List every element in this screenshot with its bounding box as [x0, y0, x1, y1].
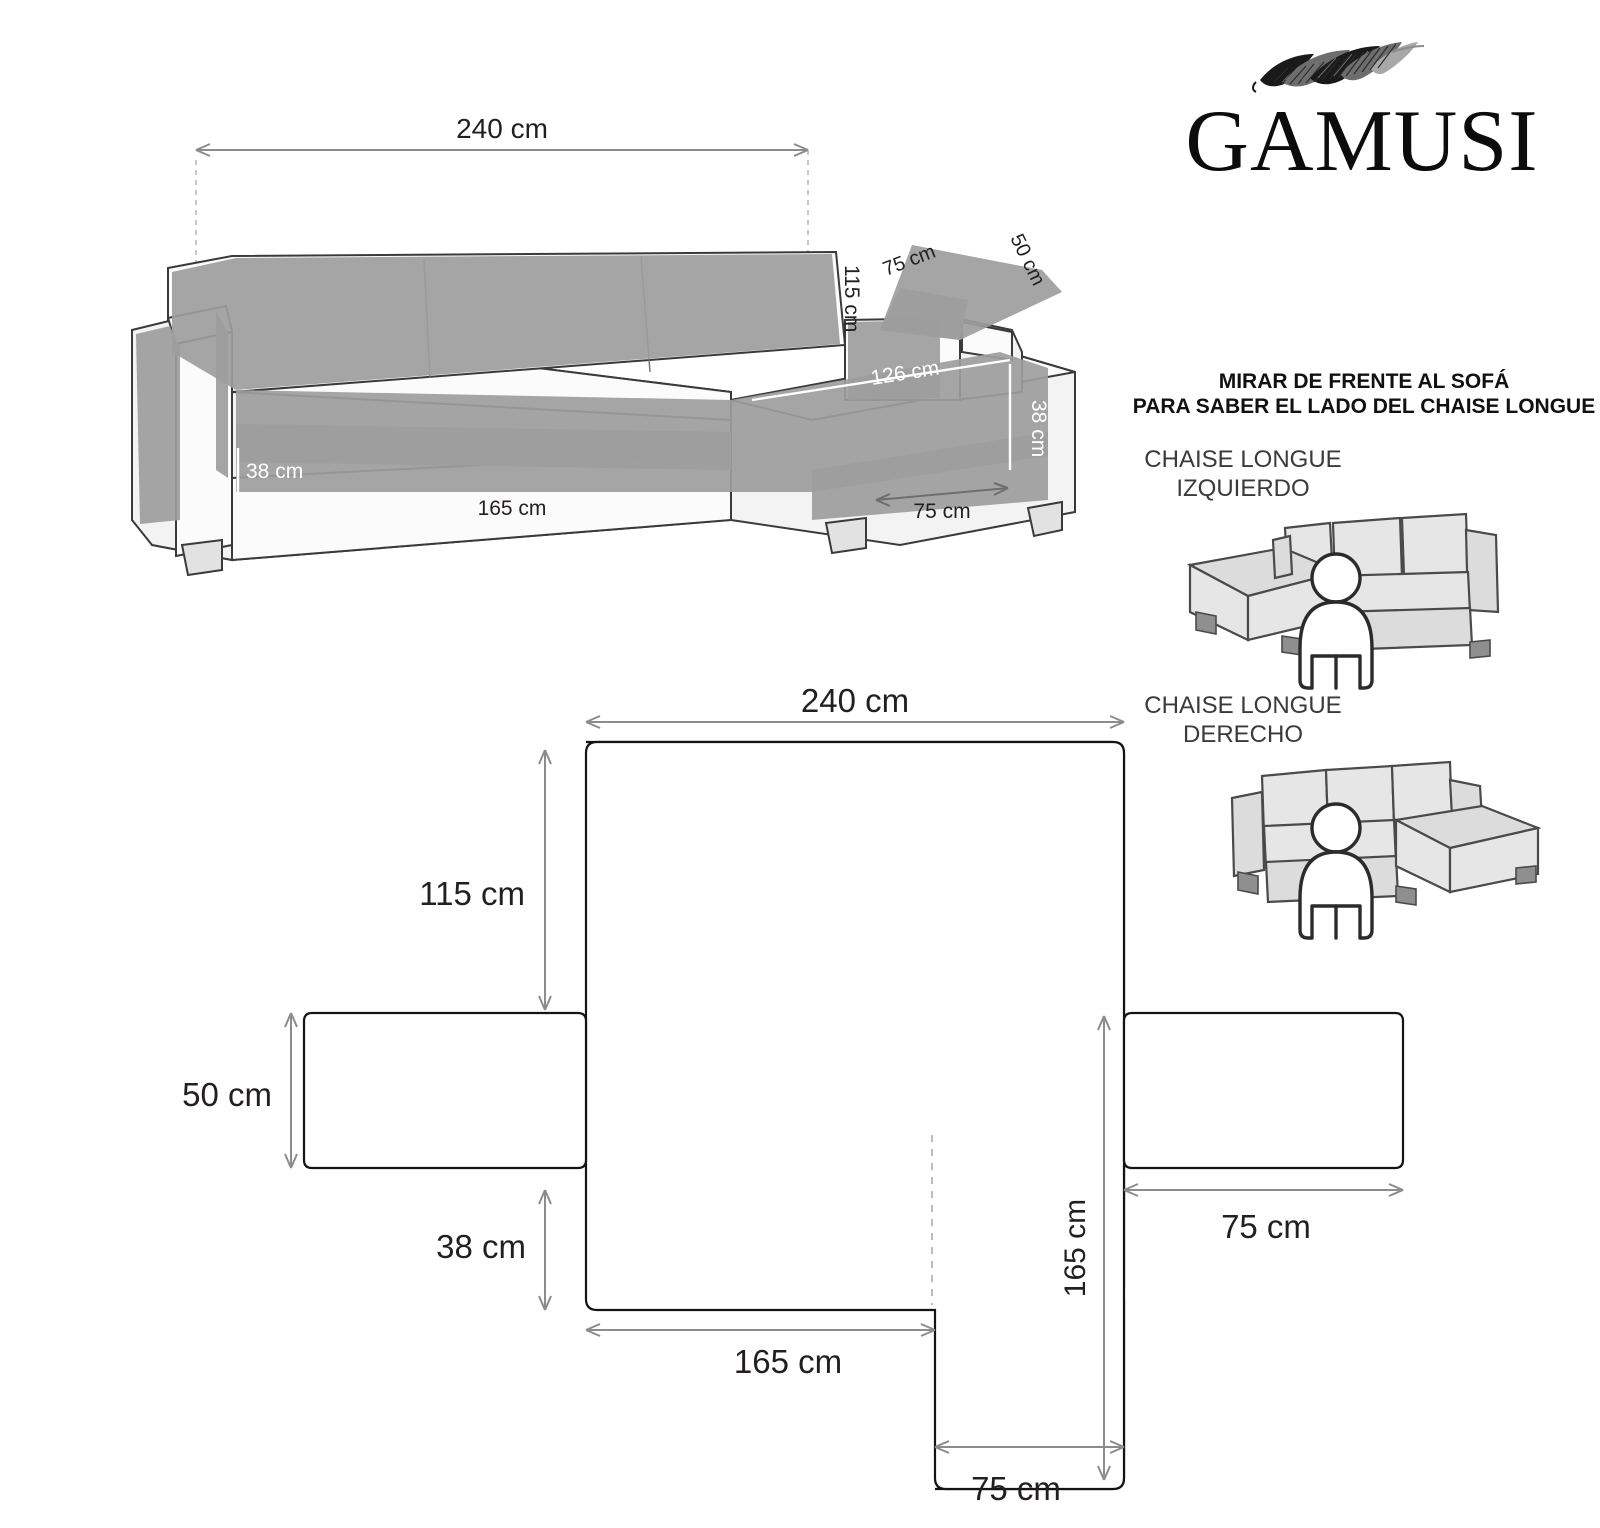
dimension-chaise-side-height: 38 cm — [1008, 364, 1050, 470]
feather-icon — [1252, 42, 1425, 93]
pattern-main-body — [584, 740, 1126, 1491]
label-165cm-seat: 165 cm — [478, 497, 547, 520]
label-115cm-pattern: 115 cm — [419, 875, 525, 912]
label-115cm-perspective: 115 cm — [840, 265, 863, 332]
dimension-chaise-width: 75 cm — [875, 482, 1009, 523]
dimension-seat-height: 38 cm — [236, 448, 303, 512]
pattern-left-flap — [302, 1011, 588, 1170]
label-75cm-bottom: 75 cm — [971, 1470, 1061, 1507]
dimension-pattern-chaise-width: 75 cm — [934, 1440, 1125, 1507]
label-50cm-pattern: 50 cm — [182, 1076, 272, 1113]
dimension-pattern-body-height: 115 cm — [419, 749, 552, 1011]
dimension-pattern-bottom-width: 165 cm — [585, 1323, 936, 1380]
label-240cm-pattern: 240 cm — [801, 682, 909, 719]
orientation-left-title-line1: CHAISE LONGUE — [1144, 446, 1341, 473]
label-165cm-bottom: 165 cm — [734, 1343, 842, 1380]
dimension-pattern-chaise-height: 165 cm — [1059, 1015, 1111, 1481]
dimension-total-width — [195, 143, 809, 268]
dimension-pattern-left-flap-width: 38 cm — [436, 1189, 552, 1311]
dimension-seat-length: 165 cm — [478, 497, 547, 520]
label-38cm-seat: 38 cm — [246, 460, 303, 483]
dimension-pattern-top-width: 240 cm — [585, 682, 1125, 729]
label-75cm-right-flap: 75 cm — [1221, 1208, 1311, 1245]
dimension-back-height: 115 cm — [840, 265, 863, 332]
orientation-left-title-line2: IZQUIERDO — [1176, 475, 1309, 502]
label-165cm-vertical: 165 cm — [1059, 1199, 1092, 1297]
dimension-pattern-right-flap-width: 75 cm — [1123, 1183, 1404, 1245]
dimension-pattern-left-flap-height: 50 cm — [182, 1012, 298, 1169]
instruction-line-2: PARA SABER EL LADO DEL CHAISE LONGUE — [1133, 395, 1595, 418]
brand-name: GAMUSI — [1185, 93, 1538, 190]
slipcover-overlay — [136, 245, 1062, 524]
label-38cm-chaise: 38 cm — [1027, 400, 1050, 457]
pattern-right-flap — [1122, 1011, 1405, 1170]
label-240cm-perspective: 240 cm — [456, 113, 548, 144]
person-icon-left — [1298, 552, 1374, 690]
sofa-chaise-right-icon — [1230, 760, 1542, 906]
instruction-line-1: MIRAR DE FRENTE AL SOFÁ — [1219, 370, 1510, 393]
label-38cm-pattern: 38 cm — [436, 1228, 526, 1265]
orientation-right-title-line2: DERECHO — [1183, 721, 1303, 748]
label-75cm-chaise: 75 cm — [913, 500, 970, 523]
person-icon-right — [1298, 802, 1374, 940]
orientation-right-title-line1: CHAISE LONGUE — [1144, 692, 1341, 719]
